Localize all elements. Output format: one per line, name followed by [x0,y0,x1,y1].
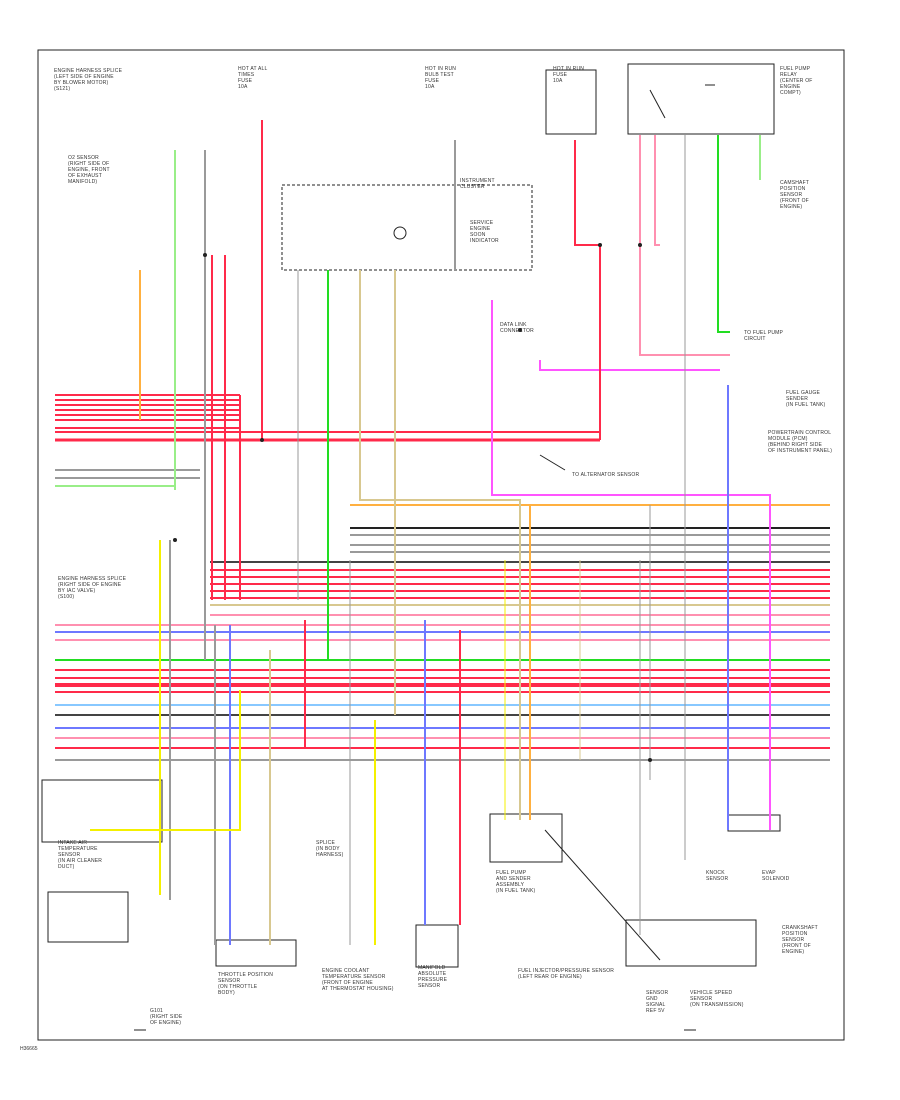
hot-in-run-2-box [545,69,597,135]
wire-56 [717,135,730,333]
splice-3 [638,243,642,247]
splice-4 [173,538,177,542]
image-id: H36665 [20,1046,38,1052]
label-hot-in-run-2: HOT IN RUN FUSE 10A [553,66,585,84]
label-ground-bottom-left: G101 (RIGHT SIDE OF ENGINE) [150,1008,183,1026]
splice-6 [518,328,522,332]
instrument-cluster-box [281,184,533,271]
label-instrument-cluster: INSTRUMENT CLUSTER [460,178,495,190]
ground-box [47,891,129,943]
wire-55 [639,135,730,356]
label-hot-in-run: HOT IN RUN BULB TEST FUSE 10A [425,66,457,90]
relay-switch [649,89,666,119]
label-map-sensor: MANIFOLD ABSOLUTE PRESSURE SENSOR [418,965,448,989]
splice-1 [260,438,264,442]
label-hot-at-all-times: HOT AT ALL TIMES FUSE 10A [238,66,268,90]
wire-49 [359,270,521,820]
wire-52 [491,300,771,830]
wire-54 [574,140,601,440]
label-intake-air-temp: INTAKE AIR TEMPERATURE SENSOR (IN AIR CL… [58,840,103,870]
iat-box [41,779,163,843]
label-data-link: DATA LINK CONNECTOR [500,322,534,334]
splice-5 [648,758,652,762]
label-engine-harness-splice-mid: ENGINE HARNESS SPLICE (RIGHT SIDE OF ENG… [58,576,127,600]
label-vehicle-speed: VEHICLE SPEED SENSOR (ON TRANSMISSION) [690,990,744,1008]
tps-box [215,939,297,967]
wire-57 [654,135,660,246]
diagram-border [37,49,845,1041]
splice-0 [203,253,207,257]
label-evap-solenoid: EVAP SOLENOID [762,870,790,882]
lamp-symbol [393,226,407,240]
callout-leader [539,454,566,471]
label-callout: TO ALTERNATOR SENSOR [572,472,640,478]
pcm-connector-box [625,919,757,967]
sensor-leader [544,829,661,961]
label-check-engine-lamp: SERVICE ENGINE SOON INDICATOR [470,220,499,244]
label-pcm: POWERTRAIN CONTROL MODULE (PCM) (BEHIND … [768,430,833,454]
label-crankshaft-sensor: CRANKSHAFT POSITION SENSOR (FRONT OF ENG… [782,925,818,955]
splice-2 [598,243,602,247]
crank-sensor-box [727,814,781,832]
label-camshaft-sensor: CAMSHAFT POSITION SENSOR (FRONT OF ENGIN… [780,180,810,210]
label-engine-harness-splice-top: ENGINE HARNESS SPLICE (LEFT SIDE OF ENGI… [54,68,123,92]
label-fuel-gauge: FUEL GAUGE SENDER (IN FUEL TANK) [786,390,826,408]
map-sensor-box [415,924,459,968]
wire-53 [539,360,720,371]
label-throttle-position: THROTTLE POSITION SENSOR (ON THROTTLE BO… [218,972,274,996]
label-fuel-pump-relay: FUEL PUMP RELAY (CENTER OF ENGINE COMPT) [780,66,813,96]
label-o2-sensor: O2 SENSOR (RIGHT SIDE OF ENGINE, FRONT O… [68,155,110,185]
label-bottom-right-note: SENSOR GND SIGNAL REF 5V [646,990,669,1014]
label-knock-sensor: KNOCK SENSOR [706,870,729,882]
fuel-pump-relay-box [627,63,775,135]
label-pcm-splice: SPLICE (IN BODY HARNESS) [316,840,344,858]
label-fuel-pressure-switch: FUEL INJECTOR/PRESSURE SENSOR (LEFT REAR… [518,968,615,980]
fuel-pump-module-box [489,813,563,863]
label-engine-coolant-temp: ENGINE COOLANT TEMPERATURE SENSOR (FRONT… [322,968,394,992]
label-fuel-pump-module: FUEL PUMP AND SENDER ASSEMBLY (IN FUEL T… [496,870,536,894]
wire-66 [90,690,241,831]
label-to-fuel-pump: TO FUEL PUMP CIRCUIT [744,330,784,342]
